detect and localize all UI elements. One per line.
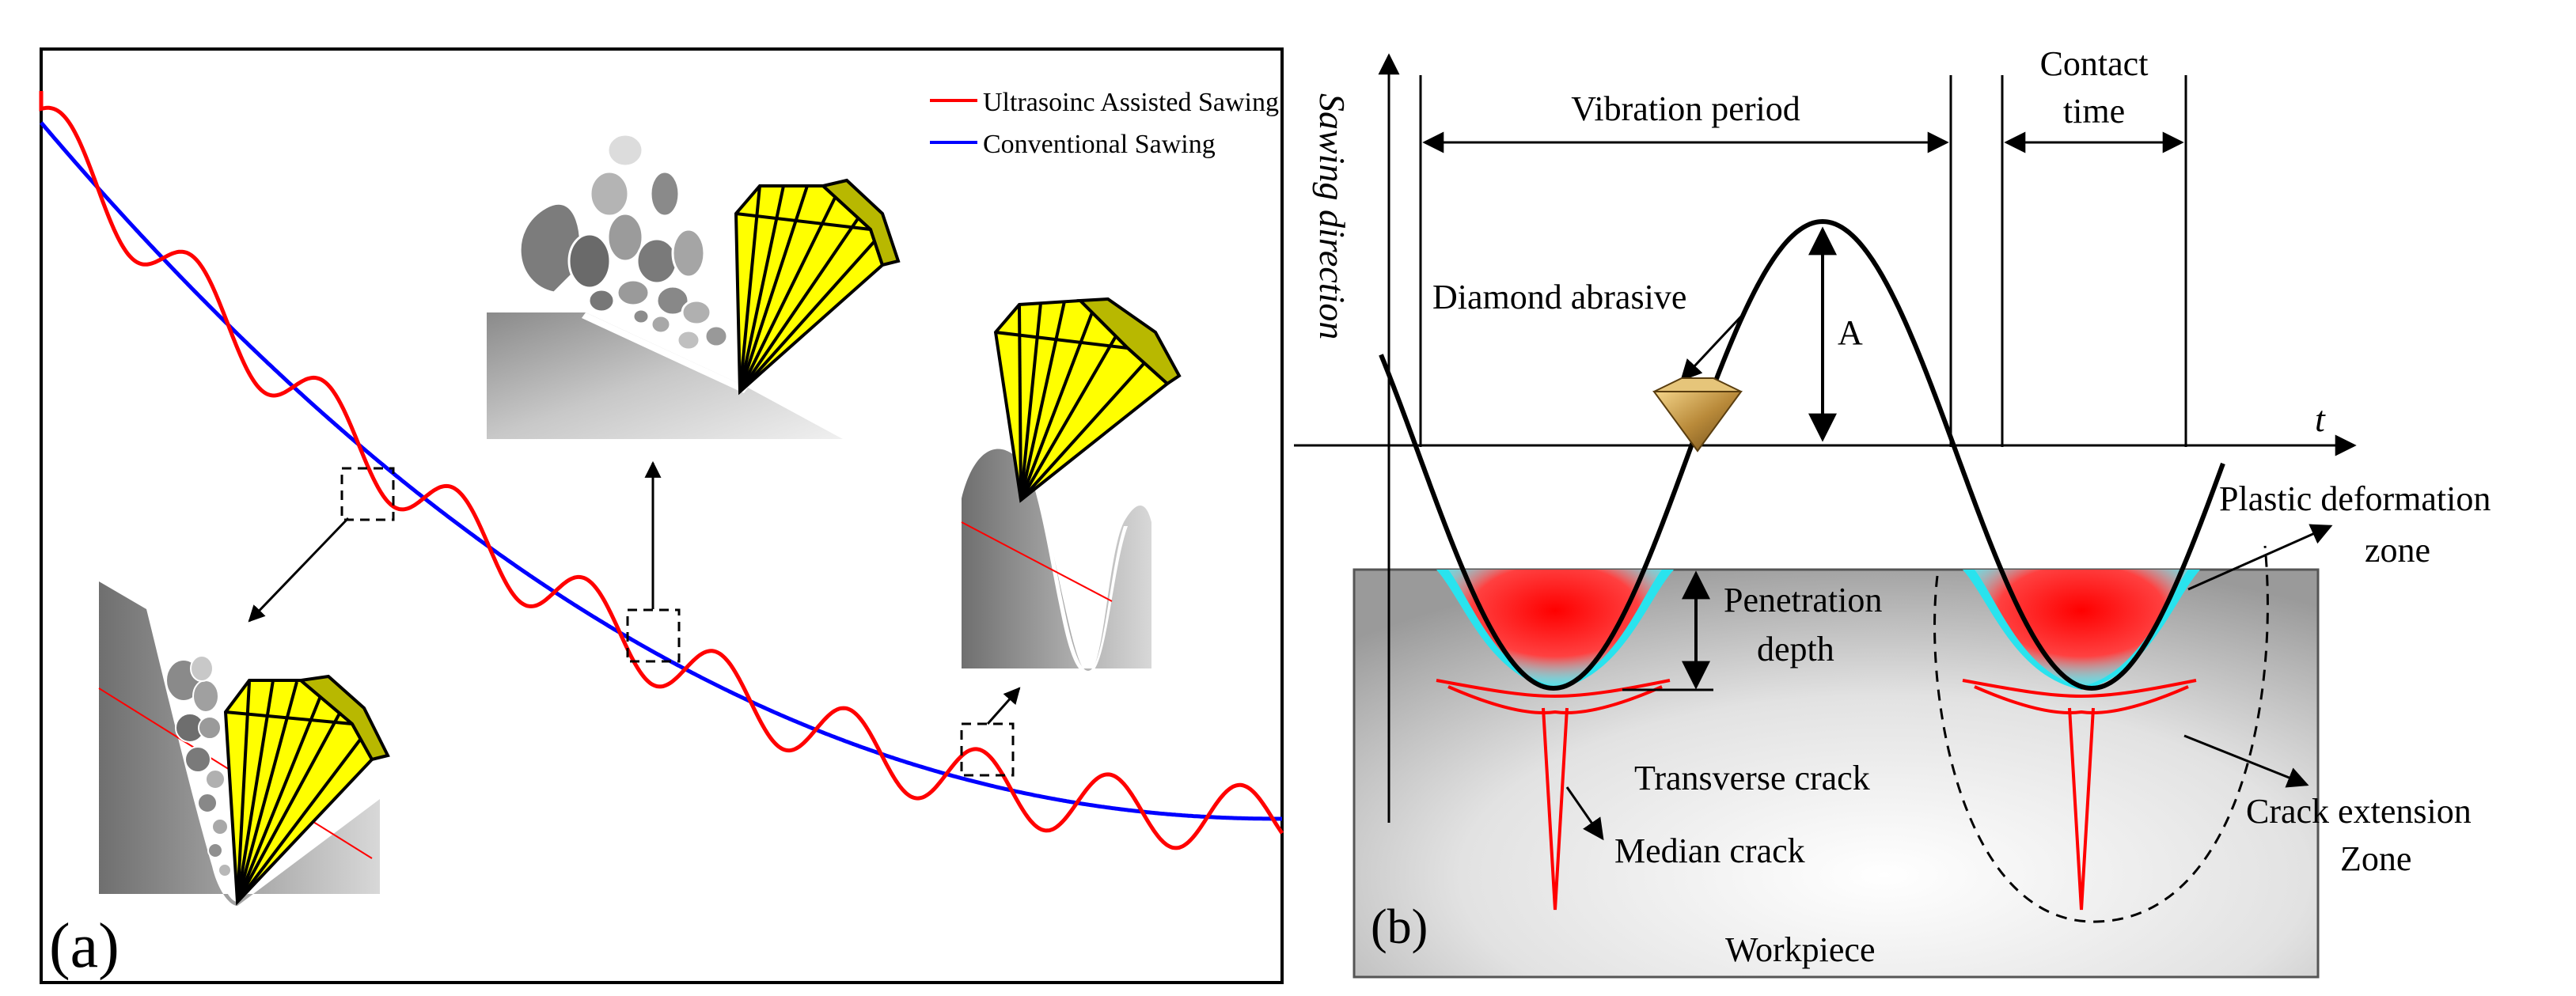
axis-time-label: t <box>2315 399 2326 439</box>
plastic-deformation-label-line2: zone <box>2365 531 2430 570</box>
amplitude-label: A <box>1838 313 1863 352</box>
penetration-zone-left <box>1436 570 1674 690</box>
zoom-box-right <box>960 722 1015 777</box>
inset-top-chip-removal <box>487 133 901 439</box>
contact-time-label-line1: Contact <box>2040 44 2149 83</box>
plastic-deformation-label-line1: Plastic deformation <box>2219 479 2491 518</box>
panel-b-label: (b) <box>1371 900 1428 954</box>
penetration-zone-right <box>1963 570 2200 690</box>
inset-right-diamond <box>993 297 1182 503</box>
inset-left-groove <box>98 581 390 906</box>
legend-label-ultrasonic: Ultrasoinc Assisted Sawing <box>983 88 1279 117</box>
cracks-right <box>1962 679 2197 911</box>
zoom-box-middle <box>626 608 681 663</box>
inset-right-workpiece <box>962 449 1151 672</box>
inset-top-chips <box>518 133 729 351</box>
penetration-depth-label-line1: Penetration <box>1724 581 1882 619</box>
vibration-period-label: Vibration period <box>1571 89 1800 128</box>
legend-label-conventional: Conventional Sawing <box>983 130 1216 159</box>
panel-b: Sawing direction t Vibration period Cont… <box>1294 44 2491 979</box>
inset-top-workpiece <box>487 312 843 439</box>
axis-sawing-direction-label: Sawing direction <box>1312 93 1352 339</box>
diamond-abrasive-label: Diamond abrasive <box>1432 278 1686 316</box>
inset-left-workpiece <box>99 581 380 906</box>
inset-left-chips <box>165 655 232 877</box>
contact-time-label-line2: time <box>2063 92 2125 131</box>
panel-a: Ultrasoinc Assisted Sawing Conventional … <box>39 47 1284 984</box>
crack-extension-label-line2: Zone <box>2340 839 2411 878</box>
panel-a-label: (a) <box>49 911 120 981</box>
median-crack-label: Median crack <box>1614 831 1805 870</box>
inset-right-groove <box>961 297 1182 674</box>
zoom-box-left <box>340 467 395 521</box>
cracks-left <box>1436 679 1671 911</box>
abrasive-trajectory-curve <box>1379 218 2225 691</box>
transverse-crack-label: Transverse crack <box>1634 759 1870 797</box>
inset-top-diamond <box>734 178 901 396</box>
ultrasonic-sawing-curve <box>39 91 1284 850</box>
callout-arrow-right <box>986 687 1021 725</box>
crack-extension-label-line1: Crack extension <box>2246 792 2472 831</box>
penetration-depth-label-line2: depth <box>1757 630 1834 668</box>
crack-extension-zone <box>1933 545 2269 923</box>
inset-left-diamond <box>223 674 390 906</box>
legend: Ultrasoinc Assisted Sawing Conventional … <box>930 88 1279 159</box>
workpiece-label: Workpiece <box>1725 930 1875 969</box>
callout-arrow-left <box>248 517 350 623</box>
diamond-abrasive-icon <box>1652 377 1743 453</box>
